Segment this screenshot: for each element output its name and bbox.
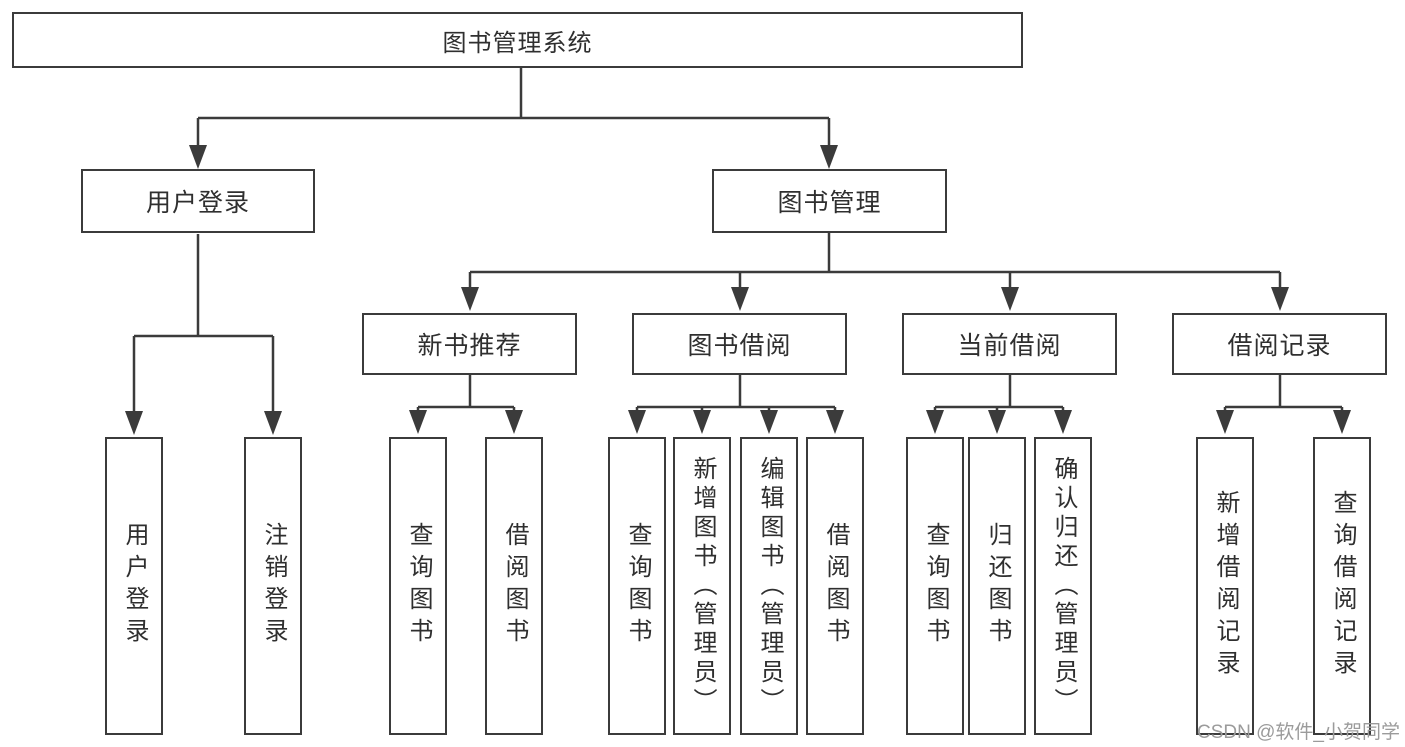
leaf-return-books: 归还图书 xyxy=(968,437,1026,735)
leaf-return-books-label: 归还图书 xyxy=(984,522,1011,650)
leaf-query-books-current-label: 查询图书 xyxy=(922,522,949,650)
connector-current-borrow-to-leaves xyxy=(926,375,1072,434)
leaf-borrow-books: 借阅图书 xyxy=(806,437,864,735)
node-book-management: 图书管理 xyxy=(712,169,947,233)
leaf-user-login-label: 用户登录 xyxy=(121,522,148,650)
arrowhead xyxy=(731,287,749,311)
connector-book-management-to-level3 xyxy=(461,233,1289,311)
node-new-book-recommend: 新书推荐 xyxy=(362,313,577,375)
node-borrow-records-label: 借阅记录 xyxy=(1227,332,1332,360)
arrowhead xyxy=(1001,287,1019,311)
node-new-book-recommend-label: 新书推荐 xyxy=(417,332,522,360)
arrowhead xyxy=(461,287,479,311)
leaf-borrow-books-label: 借阅图书 xyxy=(822,522,849,650)
connector-root-to-level2 xyxy=(189,68,838,169)
arrowhead xyxy=(1271,287,1289,311)
leaf-logout: 注销登录 xyxy=(244,437,302,735)
leaf-edit-books-admin-label: 编辑图书（管理员） xyxy=(756,455,783,717)
arrowhead xyxy=(1216,410,1234,434)
node-user-login-label: 用户登录 xyxy=(145,189,250,217)
leaf-confirm-return-admin-label: 确认归还（管理员） xyxy=(1050,455,1077,717)
leaf-query-borrow-record: 查询借阅记录 xyxy=(1313,437,1371,735)
leaf-query-books-current: 查询图书 xyxy=(906,437,964,735)
leaf-query-books-borrow: 查询图书 xyxy=(608,437,666,735)
leaf-query-books-recommend-label: 查询图书 xyxy=(405,522,432,650)
node-current-borrow-label: 当前借阅 xyxy=(957,332,1062,360)
leaf-confirm-return-admin: 确认归还（管理员） xyxy=(1034,437,1092,735)
node-root-label: 图书管理系统 xyxy=(442,29,593,57)
leaf-borrow-books-recommend: 借阅图书 xyxy=(485,437,543,735)
leaf-query-books-recommend: 查询图书 xyxy=(389,437,447,735)
leaf-add-borrow-record-label: 新增借阅记录 xyxy=(1212,490,1239,682)
node-book-borrow-label: 图书借阅 xyxy=(687,332,792,360)
arrowhead xyxy=(1054,410,1072,434)
arrowhead xyxy=(826,410,844,434)
leaf-query-borrow-record-label: 查询借阅记录 xyxy=(1329,490,1356,682)
arrowhead xyxy=(1333,410,1351,434)
node-user-login: 用户登录 xyxy=(81,169,315,233)
arrowhead xyxy=(628,410,646,434)
arrowhead xyxy=(409,410,427,434)
leaf-borrow-books-recommend-label: 借阅图书 xyxy=(501,522,528,650)
connector-book-borrow-to-leaves xyxy=(628,375,844,434)
arrowhead xyxy=(760,410,778,434)
leaf-edit-books-admin: 编辑图书（管理员） xyxy=(740,437,798,735)
watermark: CSDN @软件_小贺同学 xyxy=(1197,722,1400,743)
connector-new-book-to-leaves xyxy=(409,375,523,434)
node-root: 图书管理系统 xyxy=(12,12,1023,68)
node-borrow-records: 借阅记录 xyxy=(1172,313,1387,375)
leaf-add-books-admin-label: 新增图书（管理员） xyxy=(689,455,716,717)
arrowhead xyxy=(820,145,838,169)
arrowhead xyxy=(926,410,944,434)
arrowhead xyxy=(505,410,523,434)
arrowhead xyxy=(264,411,282,435)
node-book-borrow: 图书借阅 xyxy=(632,313,847,375)
connector-borrow-records-to-leaves xyxy=(1216,375,1351,434)
arrowhead xyxy=(988,410,1006,434)
node-current-borrow: 当前借阅 xyxy=(902,313,1117,375)
arrowhead xyxy=(693,410,711,434)
leaf-add-borrow-record: 新增借阅记录 xyxy=(1196,437,1254,735)
connector-user-login-to-leaves xyxy=(125,234,282,435)
leaf-logout-label: 注销登录 xyxy=(260,522,287,650)
arrowhead xyxy=(125,411,143,435)
node-book-management-label: 图书管理 xyxy=(777,189,882,217)
leaf-user-login: 用户登录 xyxy=(105,437,163,735)
arrowhead xyxy=(189,145,207,169)
leaf-add-books-admin: 新增图书（管理员） xyxy=(673,437,731,735)
leaf-query-books-borrow-label: 查询图书 xyxy=(624,522,651,650)
